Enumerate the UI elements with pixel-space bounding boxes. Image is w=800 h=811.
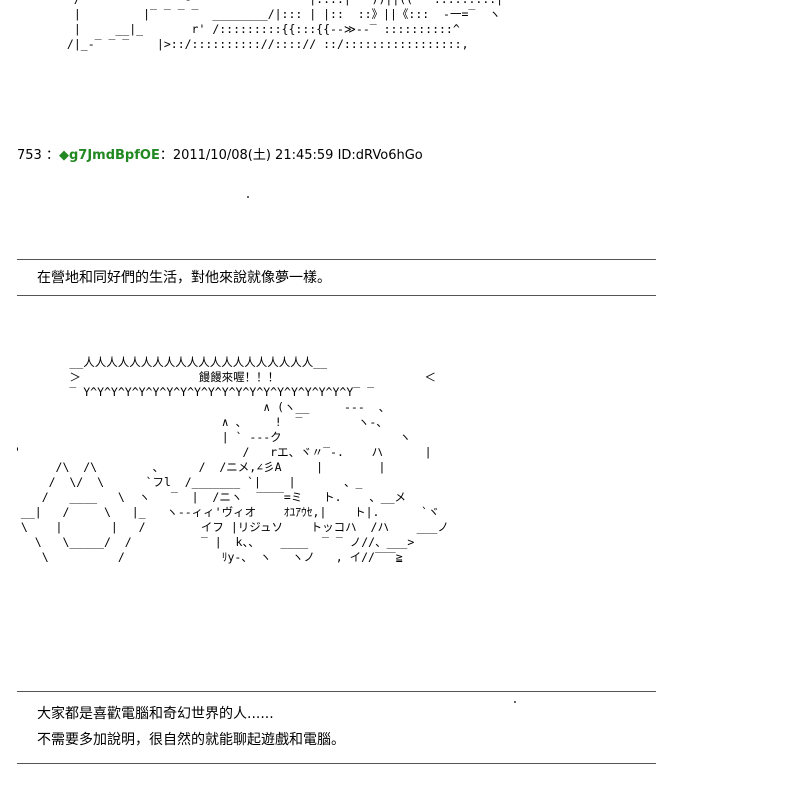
- narration-line: 在營地和同好們的生活，對他來說就像夢一樣。: [37, 270, 331, 286]
- stray-dot: [247, 196, 249, 198]
- rule-top-2: [17, 691, 656, 692]
- post-trip: ◆g7JmdBpfOE: [58, 148, 160, 163]
- narration-line-1: 大家都是喜歡電腦和奇幻世界的人......: [37, 706, 274, 722]
- rule-bottom-1: [17, 295, 656, 296]
- post-datetime: 2011/10/08(土) 21:45:59: [172, 148, 334, 163]
- rule-bottom-2: [17, 763, 656, 764]
- post-id: ID:dRVo6hGo: [337, 148, 423, 163]
- post-colon: ：: [159, 148, 173, 163]
- narration-line-2: 不需要多加說明，很自然的就能聊起遊戲和電腦。: [37, 732, 345, 748]
- post-number[interactable]: 753: [17, 148, 42, 163]
- ascii-art-top: / - ' |::::| ))||(( :::::::::| | |‾ ‾ ‾ …: [66, 0, 503, 51]
- stray-dot-2: [514, 701, 516, 703]
- rule-top-1: [17, 259, 656, 260]
- ascii-art-main: __人人人人人人人人人人人人人人人人人人人人__ ＞ 饅饅來喔！！！ ＜ ‾ Y…: [14, 355, 449, 564]
- post-separator: ：: [45, 148, 59, 163]
- post-header: 753 ：◆g7JmdBpfOE：2011/10/08(土) 21:45:59 …: [17, 144, 423, 163]
